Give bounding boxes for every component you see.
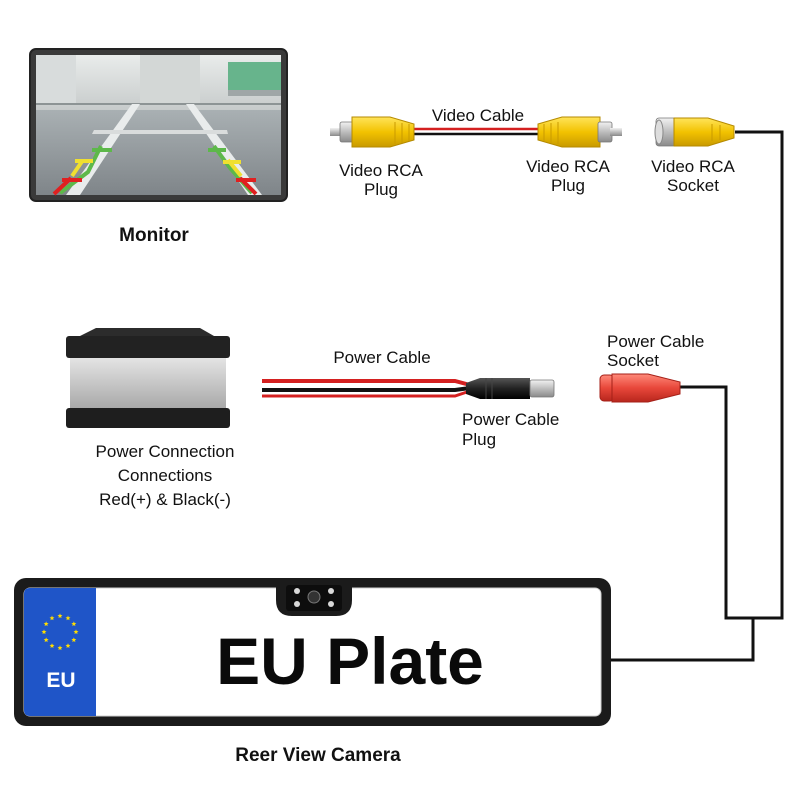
video-rca-socket: [654, 117, 735, 147]
eu-star-icon: [73, 629, 79, 635]
video-socket-label-line2: Socket: [667, 176, 719, 195]
eu-star-icon: [65, 615, 71, 621]
video-plug-right-label-line1: Video RCA: [526, 157, 610, 176]
monitor-screen: [36, 55, 281, 196]
camera-lens-icon: [307, 590, 321, 604]
video-plug-left-label-line1: Video RCA: [339, 161, 423, 180]
eu-star-icon: [41, 613, 79, 651]
video-plug-left-label-line2: Plug: [364, 180, 398, 199]
eu-star-icon: [57, 645, 63, 651]
power-cable: [262, 379, 471, 398]
power-cable-plug: [466, 378, 555, 399]
eu-star-icon: [65, 643, 71, 648]
power-cable-socket: [599, 373, 681, 403]
video-cable-label: Video Cable: [432, 106, 524, 125]
power-plug-label-line2: Plug: [462, 430, 496, 449]
camera-label: Reer View Camera: [235, 745, 401, 766]
eu-badge-text: EU: [46, 669, 75, 692]
video-socket-label-line1: Video RCA: [651, 157, 735, 176]
power-connection-label-line1: Power Connection: [96, 442, 235, 461]
camera-housing: [276, 582, 352, 616]
camera-power-wire: [680, 385, 753, 620]
eu-star-icon: [49, 643, 55, 648]
camera-video-wire: [735, 130, 784, 620]
eu-star-icon: [49, 615, 55, 621]
camera-main-wire: [597, 618, 755, 662]
power-socket-label-line2: Socket: [607, 351, 659, 370]
power-socket-label-line1: Power Cable: [607, 332, 704, 351]
power-plug-label-line1: Power Cable: [462, 410, 559, 429]
video-rca-plug-left: [330, 116, 415, 148]
eu-badge: [24, 588, 96, 716]
power-connection-label-line3: Red(+) & Black(-): [99, 490, 231, 509]
monitor-label: Monitor: [119, 225, 189, 246]
video-rca-plug-right: [537, 116, 622, 148]
eu-star-icon: [71, 637, 77, 643]
plate-text: EU Plate: [216, 624, 484, 698]
power-connection-label-line2: Connections: [118, 466, 213, 485]
monitor: [29, 48, 288, 202]
battery: [66, 328, 230, 428]
video-cable: [412, 127, 540, 136]
eu-star-icon: [43, 621, 49, 627]
power-cable-label: Power Cable: [333, 348, 430, 367]
video-plug-right-label-line2: Plug: [551, 176, 585, 195]
eu-star-icon: [57, 613, 63, 619]
eu-star-icon: [71, 621, 77, 627]
eu-star-icon: [41, 629, 47, 635]
eu-star-icon: [43, 637, 49, 643]
